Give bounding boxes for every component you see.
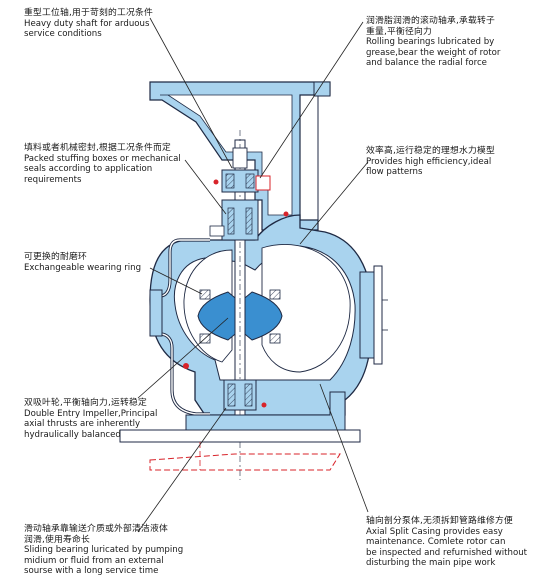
annotation-split-casing: 轴向剖分泵体,无须拆卸管路维修方便 Axial Split Casing pro… [366, 516, 527, 569]
annotation-packing-en-2: seals according to application [24, 164, 153, 175]
annotation-sliding-bearing-cn-1: 滑动轴承靠输送介质或外部清洁液体 [24, 524, 168, 534]
annotation-split-casing-en-3: be inspected and refurnished without [366, 547, 528, 558]
annotation-wearing-ring-en: Exchangeable wearing ring [24, 262, 142, 273]
annotation-bearings-cn-1: 润滑脂润滑的滚动轴承,承载转子 [366, 16, 495, 26]
annotation-bearings: 润滑脂润滑的滚动轴承,承载转子 重量,平衡径向力 Rolling bearing… [366, 16, 500, 69]
annotation-efficiency-en-1: Provides high efficiency,ideal [366, 156, 492, 167]
annotation-split-casing-en-4: disturbing the main pipe work [366, 558, 496, 569]
annotation-impeller-en-3: hydraulically balanced [24, 429, 121, 440]
annotation-shaft-en-1: Heavy duty shaft for arduous [24, 18, 150, 29]
rolling-bearing-housing [213, 169, 271, 193]
annotation-bearings-cn-2: 重量,平衡径向力 [366, 26, 432, 37]
annotation-shaft-en-2: service conditions [24, 29, 102, 40]
annotation-sliding-bearing-en-2: midium or fluid from an external [24, 555, 164, 566]
annotation-wearing-ring: 可更换的耐磨环 Exchangeable wearing ring [24, 252, 141, 273]
annotation-sliding-bearing: 滑动轴承靠输送介质或外部清洁液体 润滑,使用寿命长 Sliding bearin… [24, 524, 183, 577]
annotation-bearings-en-1: Rolling bearings lubricated by [366, 37, 495, 48]
annotation-shaft: 重型工位轴,用于苛刻的工况条件 Heavy duty shaft for ard… [24, 8, 153, 40]
annotation-split-casing-en-2: maintenance. Comlete rotor can [366, 537, 506, 548]
annotation-impeller-cn: 双吸叶轮,平衡轴向力,运转稳定 [24, 398, 147, 408]
lubrication-pipe [149, 238, 210, 416]
annotation-bearings-en-3: and balance the radial force [366, 58, 487, 69]
annotation-wearing-ring-cn: 可更换的耐磨环 [24, 252, 87, 262]
annotation-efficiency-cn: 效率高,运行稳定的理想水力模型 [366, 146, 495, 156]
annotation-split-casing-cn: 轴向剖分泵体,无须拆卸管路维修方便 [366, 516, 513, 526]
annotation-packing-en-3: requirements [24, 174, 82, 185]
leader-lines [137, 17, 369, 533]
annotation-packing-cn: 填料或者机械密封,根据工况条件而定 [24, 143, 171, 153]
annotation-packing-en-1: Packed stuffing boxes or mechanical [24, 153, 181, 164]
annotation-bearings-en-2: grease,bear the weight of rotor [366, 47, 501, 58]
stuffing-box [209, 199, 289, 241]
annotation-split-casing-en-1: Axial Split Casing provides easy [366, 526, 503, 537]
annotation-impeller-en-1: Double Entry Impeller,Principal [24, 408, 158, 419]
annotation-efficiency-en-2: flow patterns [366, 167, 423, 178]
annotation-sliding-bearing-en-1: Sliding bearing luricated by pumping [24, 545, 184, 556]
annotation-shaft-cn: 重型工位轴,用于苛刻的工况条件 [24, 8, 153, 18]
annotation-sliding-bearing-en-3: sourse with a long service time [24, 566, 159, 577]
annotation-efficiency: 效率高,运行稳定的理想水力模型 Provides high efficiency… [366, 146, 495, 178]
sliding-bearing [223, 379, 267, 411]
annotation-sliding-bearing-cn-2: 润滑,使用寿命长 [24, 534, 90, 545]
annotation-packing: 填料或者机械密封,根据工况条件而定 Packed stuffing boxes … [24, 143, 181, 185]
suction-flange [359, 265, 388, 365]
base-plate [119, 391, 361, 480]
annotation-impeller: 双吸叶轮,平衡轴向力,运转稳定 Double Entry Impeller,Pr… [24, 398, 157, 440]
annotation-impeller-en-2: axial thrusts are inherently [24, 419, 141, 430]
